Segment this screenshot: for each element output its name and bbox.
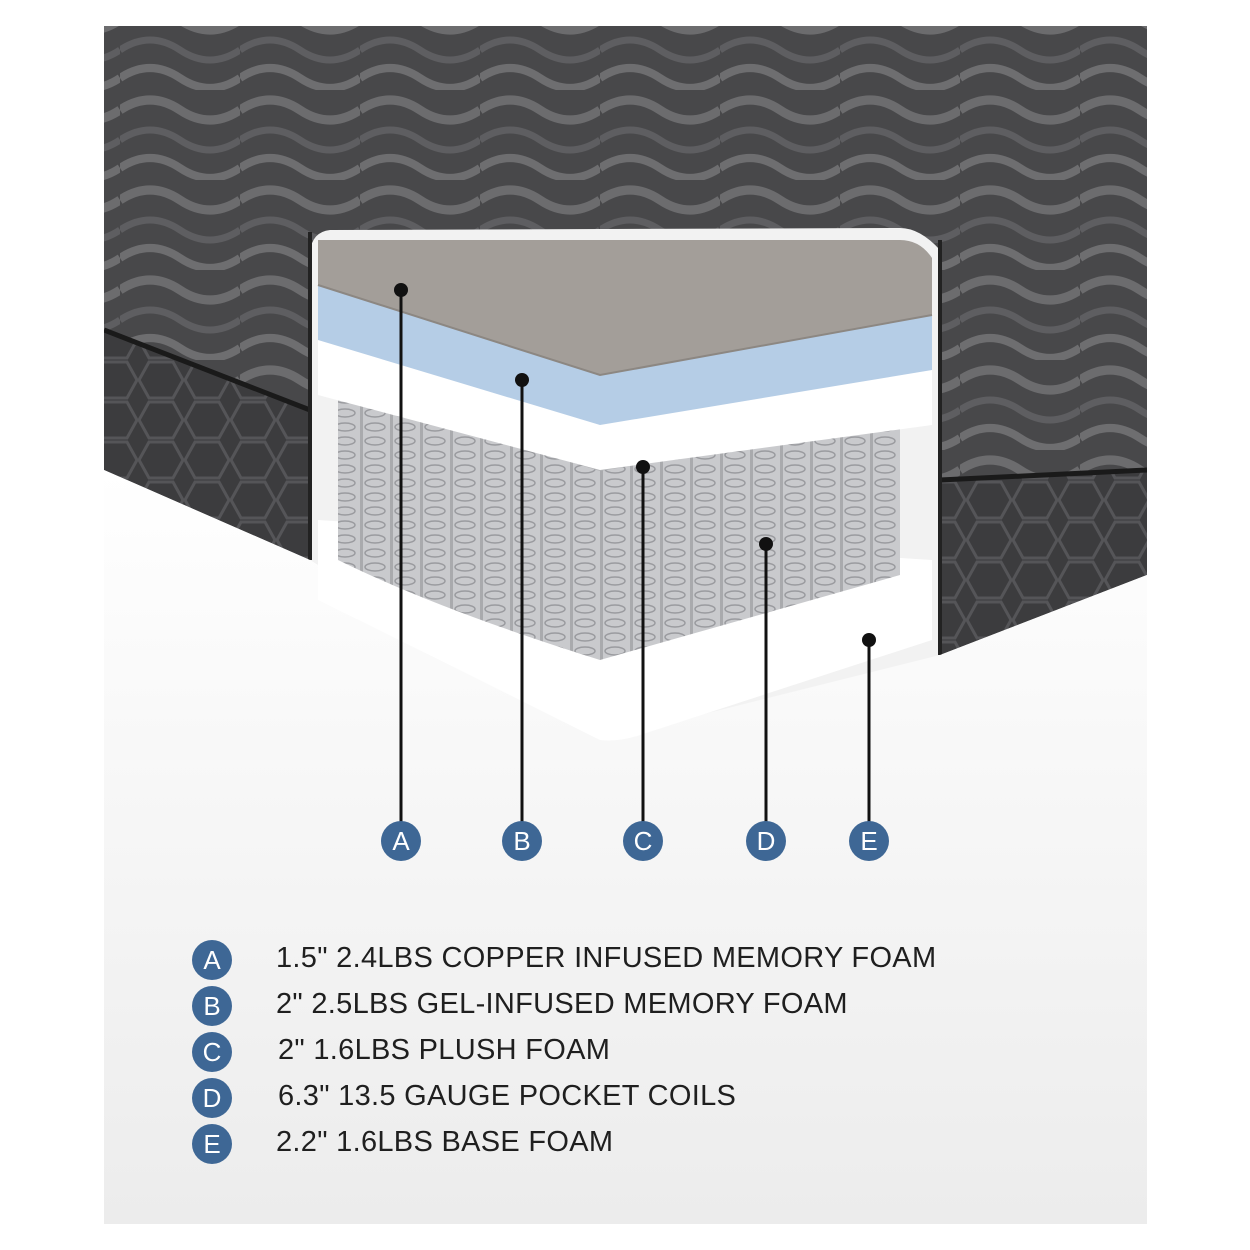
legend-item-a: A 1.5" 2.4LBS COPPER INFUSED MEMORY FOAM xyxy=(192,940,1092,986)
leader-lines xyxy=(399,290,871,822)
legend-badge: D xyxy=(192,1078,232,1118)
product-diagram-panel: A B C D E xyxy=(104,26,1147,1224)
marker-E: E xyxy=(849,821,889,861)
mattress-top-cover xyxy=(104,26,1147,480)
legend-badge: B xyxy=(192,986,232,1026)
legend-badge: E xyxy=(192,1124,232,1164)
mattress-side-left xyxy=(104,330,310,560)
legend-item-c: C 2" 1.6LBS PLUSH FOAM xyxy=(192,1032,1092,1078)
marker-letter: C xyxy=(634,826,653,856)
pocket-coils-layer xyxy=(338,390,900,660)
marker-A: A xyxy=(381,821,421,861)
legend-text: 1.5" 2.4LBS COPPER INFUSED MEMORY FOAM xyxy=(276,942,937,974)
legend-badge: A xyxy=(192,940,232,980)
legend-text: 2" 1.6LBS PLUSH FOAM xyxy=(278,1034,611,1066)
marker-D: D xyxy=(746,821,786,861)
legend-item-b: B 2" 2.5LBS GEL-INFUSED MEMORY FOAM xyxy=(192,986,1092,1032)
copper-foam-layer xyxy=(318,240,932,375)
mattress-side-right xyxy=(940,470,1147,655)
marker-B: B xyxy=(502,821,542,861)
marker-letter: B xyxy=(513,826,530,856)
leader-dots xyxy=(394,283,876,647)
legend-item-e: E 2.2" 1.6LBS BASE FOAM xyxy=(192,1124,1092,1170)
gel-foam-layer xyxy=(318,280,932,425)
marker-letter: E xyxy=(860,826,877,856)
legend-badge: C xyxy=(192,1032,232,1072)
marker-letter: D xyxy=(757,826,776,856)
marker-letter: A xyxy=(392,826,410,856)
legend-text: 6.3" 13.5 GAUGE POCKET COILS xyxy=(278,1080,737,1112)
mattress-cutaway-illustration: A B C D E xyxy=(104,26,1147,1224)
plush-foam-layer xyxy=(318,330,932,470)
marker-C: C xyxy=(623,821,663,861)
legend-text: 2.2" 1.6LBS BASE FOAM xyxy=(276,1126,614,1158)
legend-text: 2" 2.5LBS GEL-INFUSED MEMORY FOAM xyxy=(276,988,848,1020)
layer-legend: A 1.5" 2.4LBS COPPER INFUSED MEMORY FOAM… xyxy=(192,940,1092,1170)
legend-item-d: D 6.3" 13.5 GAUGE POCKET COILS xyxy=(192,1078,1092,1124)
